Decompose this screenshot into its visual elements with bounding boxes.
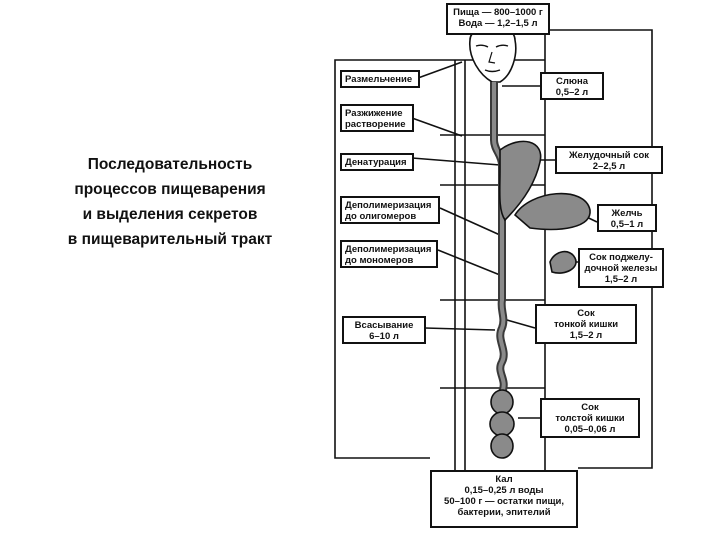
process-box-absorption: Всасывание 6–10 л [342,316,426,344]
secretion-label: Сок поджелу- [589,252,653,263]
process-label: Деполимеризация [345,244,432,255]
secretion-box-saliva: Слюна 0,5–2 л [540,72,604,100]
stomach-shape [498,140,542,222]
secretion-label: 0,5–1 л [610,219,644,230]
output-label: 50–100 г — остатки пищи, [444,496,564,507]
nose [488,51,496,64]
secretion-label: 1,5–2 л [569,330,603,341]
process-label: до олигомеров [345,211,417,222]
process-label: Размельчение [345,74,413,85]
secretion-label: Слюна [555,76,589,87]
caption-line: и выделения секретов [82,206,258,223]
feces-box: Кал 0,15–0,25 л воды 50–100 г — остатки … [430,470,578,528]
process-box-depolymerization-oligomers: Деполимеризация до олигомеров [340,196,440,224]
process-label: до мономеров [345,255,414,266]
process-box-denaturation: Денатурация [340,153,414,171]
connector [439,207,501,236]
secretion-label: 1,5–2 л [604,274,638,285]
eyes [475,44,509,48]
diagram-caption: Последовательность процессов пищеварения… [20,152,320,252]
colon-segment [490,433,514,459]
secretion-box-pancreatic-juice: Сок поджелу- дочной железы 1,5–2 л [578,248,664,288]
left-bracket-line [334,59,455,459]
secretion-box-bile: Желчь 0,5–1 л [597,204,657,232]
intake-food: Пища — 800–1000 г [453,7,543,18]
connector-lines [334,29,653,470]
output-label: бактерии, эпителий [457,507,551,518]
secretion-box-large-intestine-juice: Сок толстой кишки 0,05–0,06 л [540,398,640,438]
secretion-label: 2–2,5 л [592,161,626,172]
pancreas-shape [549,250,577,274]
connector [437,249,501,276]
colon-segment [490,389,514,415]
process-label: Всасывание [354,320,414,331]
process-label: Разжижение [345,108,403,119]
secretion-label: Желудочный сок [568,150,650,161]
colon-segment [489,411,515,437]
output-label: 0,15–0,25 л воды [464,485,544,496]
intake-water: Вода — 1,2–1,5 л [458,18,538,29]
secretion-label: 0,5–2 л [555,87,589,98]
output-label: Кал [495,474,513,485]
process-box-grinding: Размельчение [340,70,420,88]
secretion-box-small-intestine-juice: Сок тонкой кишки 1,5–2 л [535,304,637,344]
connector [411,157,501,166]
secretion-label: дочной железы [584,263,658,274]
secretion-label: Желчь [611,208,643,219]
process-label: растворение [345,119,406,130]
connector [424,327,496,331]
intake-box: Пища — 800–1000 г Вода — 1,2–1,5 л [446,3,550,35]
process-box-dissolution: Разжижение растворение [340,104,414,132]
secretion-label: 0,05–0,06 л [564,424,616,435]
connector [411,117,463,137]
liver-shape [513,192,591,231]
mouth [484,69,501,73]
secretion-label: Сок [581,402,599,413]
secretion-label: тонкой кишки [553,319,619,330]
process-label: Деполимеризация [345,200,432,211]
colon-shape [489,389,515,459]
secretion-box-gastric-juice: Желудочный сок 2–2,5 л [555,146,663,174]
process-label: Денатурация [345,157,407,168]
caption-line: в пищеварительный тракт [67,231,273,248]
caption-line: процессов пищеварения [74,181,266,198]
process-box-depolymerization-monomers: Деполимеризация до мономеров [340,240,438,268]
secretion-label: толстой кишки [555,413,625,424]
secretion-label: Сок [577,308,595,319]
caption-line: Последовательность [87,156,253,173]
process-label: 6–10 л [369,331,399,342]
